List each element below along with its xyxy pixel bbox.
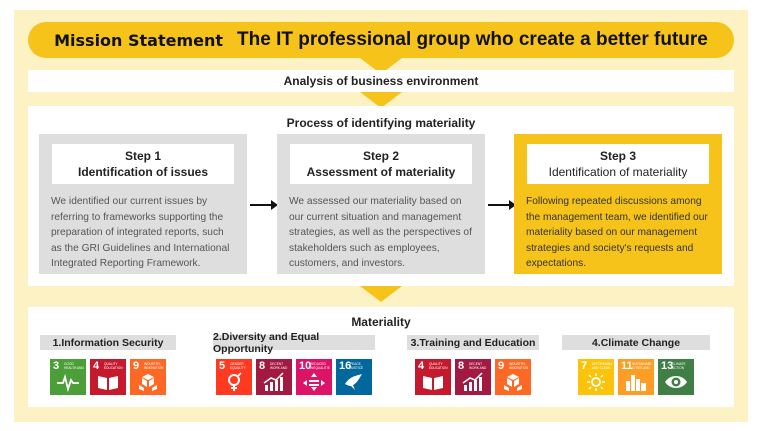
sdg-number: 3 [53, 360, 60, 372]
sun-icon [587, 373, 605, 391]
sdg-goal-text: Decent work and economic growth [270, 362, 288, 370]
step-2-card: Step 2 Assessment of materiality We asse… [277, 134, 485, 274]
step-2-description: We assessed our materiality based on our… [289, 196, 472, 269]
sdg-number: 10 [299, 360, 312, 372]
process-title: Process of identifying materiality [286, 116, 476, 130]
step-1-card: Step 1 Identification of issues We ident… [39, 134, 247, 274]
sdg-icon-row: 7 Affordable and clean energy 11Sustainabl… [562, 359, 710, 395]
materiality-section: Materiality 1.Information Security 3 Good… [28, 307, 734, 407]
sdg-number: 8 [259, 360, 266, 372]
sdg-goal-text: Quality education [104, 362, 123, 370]
step-2-label: Step 2 [362, 149, 399, 163]
step-1-header: Step 1 Identification of issues [52, 144, 234, 184]
sdg-8-tile: 8 Decent work and economic growth [455, 359, 491, 395]
sdg-5-tile: 5 Gender equality [216, 359, 252, 395]
materiality-title: Materiality [351, 315, 411, 329]
analysis-title: Analysis of business environment [283, 74, 479, 88]
sdg-goal-text: Sustainable cities and communities [632, 362, 652, 370]
sdg-icon-row: 3 Good health and well-being 4 Quality educ… [40, 359, 176, 395]
step-3-label: Step 3 [599, 149, 636, 163]
down-arrow-icon [360, 286, 402, 302]
materiality-group-label: 3.Training and Education [407, 335, 539, 350]
sdg-number: 9 [498, 360, 505, 372]
sdg-icon-row: 4 Quality education 8 Decent work and econo… [407, 359, 539, 395]
gender-icon [228, 372, 242, 391]
sdg-goal-text: Climate action [672, 362, 686, 370]
analysis-section: Analysis of business environment [28, 70, 734, 92]
mission-label: Mission Statement [54, 30, 224, 50]
sdg-goal-text: Peace, justice and strong institutions [350, 362, 364, 370]
cubes-icon [139, 374, 157, 391]
step-1-title: Identification of issues [77, 165, 209, 179]
sdg-number: 5 [219, 360, 226, 372]
materiality-group-label: 4.Climate Change [562, 335, 710, 350]
sdg-goal-text: Reduced inequalities [310, 362, 330, 370]
sdg-goal-text: Gender equality [230, 362, 246, 370]
step-3-title: Identification of materiality [548, 165, 688, 179]
sdg-number: 9 [133, 360, 140, 372]
sdg-goal-text: Good health and well-being [64, 362, 84, 370]
sdg-number: 13 [661, 360, 674, 372]
materiality-group-label: 1.Information Security [40, 335, 176, 350]
eye-earth-icon [665, 376, 687, 388]
step-2-header: Step 2 Assessment of materiality [290, 144, 472, 184]
heartbeat-icon [57, 373, 79, 392]
growth-chart-icon [462, 372, 483, 391]
sdg-number: 4 [418, 360, 425, 372]
sdg-11-tile: 11Sustainable cities and communities [618, 359, 654, 395]
sdg-9-tile: 9 Industry, innovation and infrastructure [495, 359, 531, 395]
growth-chart-icon [263, 372, 284, 391]
sdg-4-tile: 4 Quality education [90, 359, 126, 395]
process-section: Process of identifying materiality Step … [28, 106, 734, 286]
sdg-number: 4 [93, 360, 100, 372]
materiality-group-training: 3.Training and Education 4 Quality educat… [407, 335, 539, 395]
right-arrow-icon [488, 200, 516, 210]
step-3-description: Following repeated discussions among the… [526, 196, 708, 269]
sdg-goal-text: Decent work and economic growth [469, 362, 487, 370]
equality-icon [303, 373, 325, 391]
materiality-group-climate-change: 4.Climate Change 7 Affordable and clean e… [562, 335, 710, 395]
sdg-number: 7 [581, 360, 588, 372]
mission-text: The IT professional group who create a b… [237, 29, 708, 50]
sdg-goal-text: Industry, innovation and infrastructure [509, 362, 529, 370]
sdg-goal-text: Quality education [429, 362, 448, 370]
mission-statement-banner: Mission Statement The IT professional gr… [28, 22, 734, 58]
right-arrow-icon [250, 200, 278, 210]
materiality-group-diversity: 2.Diversity and Equal Opportunity 5 Gende… [213, 331, 375, 395]
step-3-card: Step 3 Identification of materiality Fol… [514, 134, 722, 274]
sdg-goal-text: Affordable and clean energy [592, 362, 612, 370]
sdg-number: 16 [339, 360, 352, 372]
city-icon [626, 375, 646, 391]
sdg-16-tile: 16Peace, justice and strong institutions [336, 359, 372, 395]
sdg-number: 8 [458, 360, 465, 372]
sdg-3-tile: 3 Good health and well-being [50, 359, 86, 395]
sdg-9-tile: 9 Industry, innovation and infrastructure [130, 359, 166, 395]
book-icon [423, 376, 443, 390]
sdg-goal-text: Industry, innovation and infrastructure [144, 362, 164, 370]
sdg-13-tile: 13Climate action [658, 359, 694, 395]
dove-icon [345, 374, 362, 390]
down-arrow-icon [360, 92, 402, 108]
step-1-description: We identified our current issues by refe… [51, 196, 230, 269]
materiality-group-label: 2.Diversity and Equal Opportunity [213, 331, 375, 355]
step-2-title: Assessment of materiality [306, 165, 456, 179]
step-1-label: Step 1 [124, 149, 161, 163]
book-icon [98, 376, 118, 390]
step-3-header: Step 3 Identification of materiality [527, 144, 709, 184]
sdg-7-tile: 7 Affordable and clean energy [578, 359, 614, 395]
sdg-number: 11 [621, 360, 633, 372]
sdg-4-tile: 4 Quality education [415, 359, 451, 395]
sdg-icon-row: 5 Gender equality 8 Decent work and economi… [213, 359, 375, 395]
materiality-group-information-security: 1.Information Security 3 Good health and … [40, 335, 176, 395]
cubes-icon [504, 374, 522, 391]
sdg-8-tile: 8 Decent work and economic growth [256, 359, 292, 395]
sdg-10-tile: 10Reduced inequalities [296, 359, 332, 395]
